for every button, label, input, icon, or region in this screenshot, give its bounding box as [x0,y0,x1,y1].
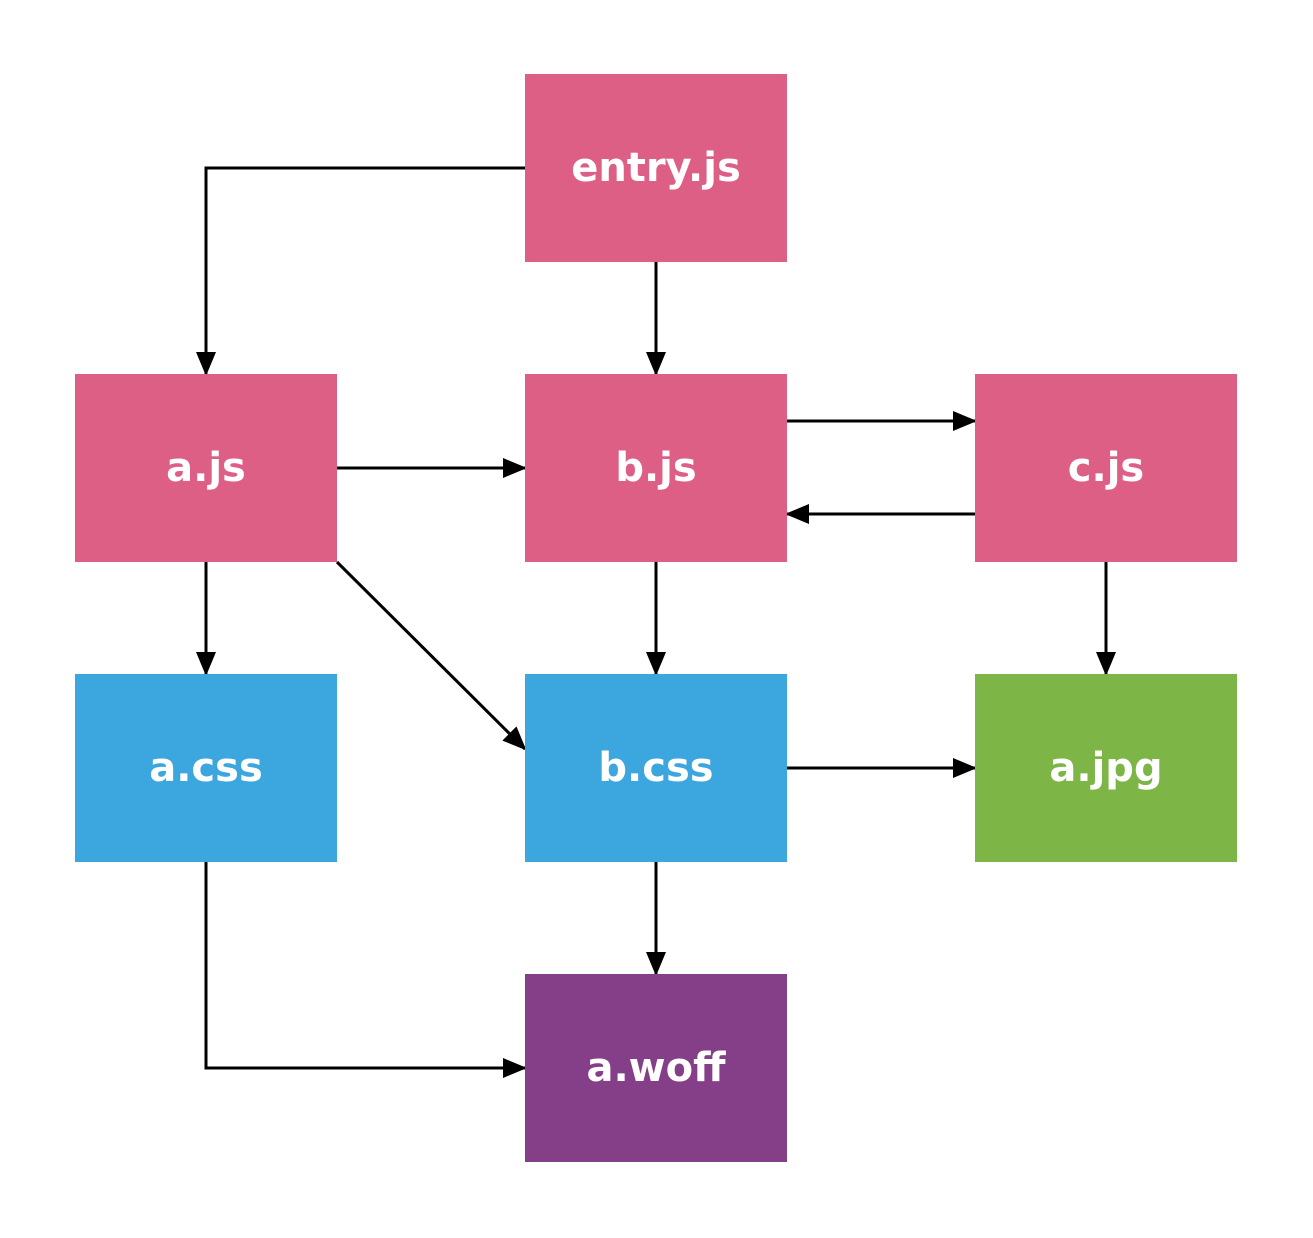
node-box [975,374,1237,562]
node-box [525,974,787,1162]
node-entry: entry.js [525,74,787,262]
node-b-css: b.css [525,674,787,862]
node-c-js: c.js [975,374,1237,562]
node-box [75,674,337,862]
node-a-js: a.js [75,374,337,562]
edge-entry-to-a-js [196,166,525,376]
edge-a-js-to-b-css [335,560,527,751]
node-a-jpg: a.jpg [975,674,1237,862]
node-a-css: a.css [75,674,337,862]
node-label: a.css [149,745,263,791]
node-label: b.css [598,745,713,791]
node-label: a.js [166,445,246,491]
node-box [525,674,787,862]
edges [196,166,1116,1078]
edge-a-css-to-a-woff [204,862,527,1078]
node-label: a.jpg [1049,745,1162,791]
node-label: b.js [615,445,696,491]
nodes: entry.js a.js b.js c.js a.css b.css a.jpg a.wof… [75,74,1237,1162]
node-b-js: b.js [525,374,787,562]
node-label: c.js [1068,445,1144,491]
node-box [75,374,337,562]
node-a-woff: a.woff [525,974,787,1162]
node-box [525,374,787,562]
node-label: entry.js [571,145,741,191]
node-label: a.woff [586,1045,726,1091]
node-box [975,674,1237,862]
node-box [525,74,787,262]
